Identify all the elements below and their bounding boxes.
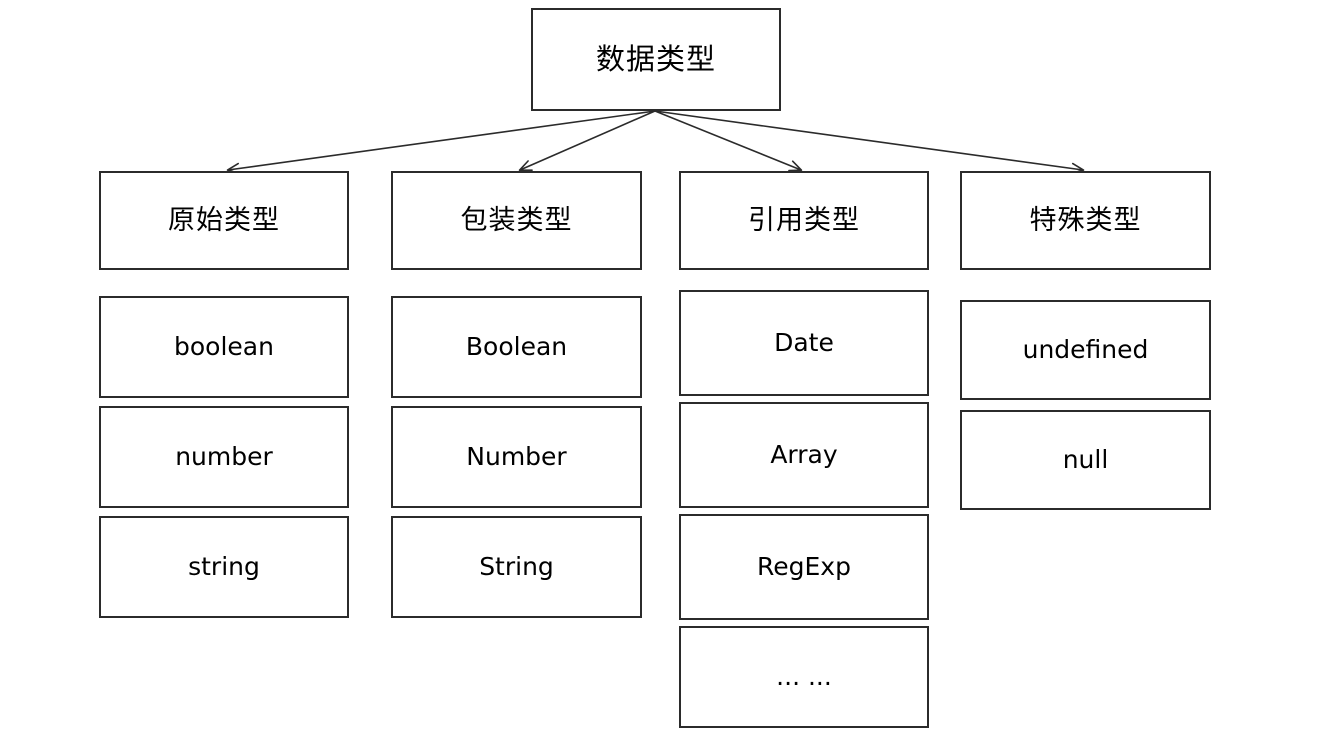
node-category-wrapper-label: 包装类型 xyxy=(460,204,573,236)
node-category-primitive-label: 原始类型 xyxy=(168,204,280,236)
node-leaf-undefined-label: undefined xyxy=(1022,335,1149,365)
node-leaf-boolean-object: Boolean xyxy=(391,296,642,398)
node-root-label: 数据类型 xyxy=(595,41,716,76)
node-leaf-string: string xyxy=(99,516,349,618)
node-category-special-label: 特殊类型 xyxy=(1029,204,1142,236)
node-leaf-date: Date xyxy=(679,290,929,396)
node-leaf-undefined: undefined xyxy=(960,300,1211,400)
node-leaf-regexp: RegExp xyxy=(679,514,929,620)
node-leaf-null-label: null xyxy=(1062,445,1109,475)
node-leaf-number-label: number xyxy=(175,442,273,472)
edge-root-to-primitive xyxy=(226,110,656,175)
edge-root-to-reference xyxy=(654,110,803,172)
node-leaf-string-object-label: String xyxy=(479,552,554,582)
edge-root-to-wrapper xyxy=(518,110,656,172)
node-leaf-ellipsis-label: ... ... xyxy=(776,662,832,692)
node-category-wrapper: 包装类型 xyxy=(391,171,642,270)
node-category-reference: 引用类型 xyxy=(679,171,929,270)
node-leaf-number-object: Number xyxy=(391,406,642,508)
node-root-data-type: 数据类型 xyxy=(531,8,781,111)
node-category-special: 特殊类型 xyxy=(960,171,1211,270)
node-leaf-string-label: string xyxy=(188,552,260,582)
node-category-reference-label: 引用类型 xyxy=(748,204,860,236)
node-leaf-boolean: boolean xyxy=(99,296,349,398)
node-leaf-date-label: Date xyxy=(774,328,834,358)
node-leaf-boolean-label: boolean xyxy=(174,332,274,362)
node-leaf-ellipsis: ... ... xyxy=(679,626,929,728)
edge-root-to-special xyxy=(654,110,1085,175)
node-leaf-number-object-label: Number xyxy=(466,442,567,472)
node-leaf-array-label: Array xyxy=(770,440,838,470)
node-leaf-number: number xyxy=(99,406,349,508)
node-leaf-null: null xyxy=(960,410,1211,510)
node-leaf-boolean-object-label: Boolean xyxy=(465,332,568,362)
node-category-primitive: 原始类型 xyxy=(99,171,349,270)
node-leaf-string-object: String xyxy=(391,516,642,618)
node-leaf-regexp-label: RegExp xyxy=(757,552,851,582)
node-leaf-array: Array xyxy=(679,402,929,508)
